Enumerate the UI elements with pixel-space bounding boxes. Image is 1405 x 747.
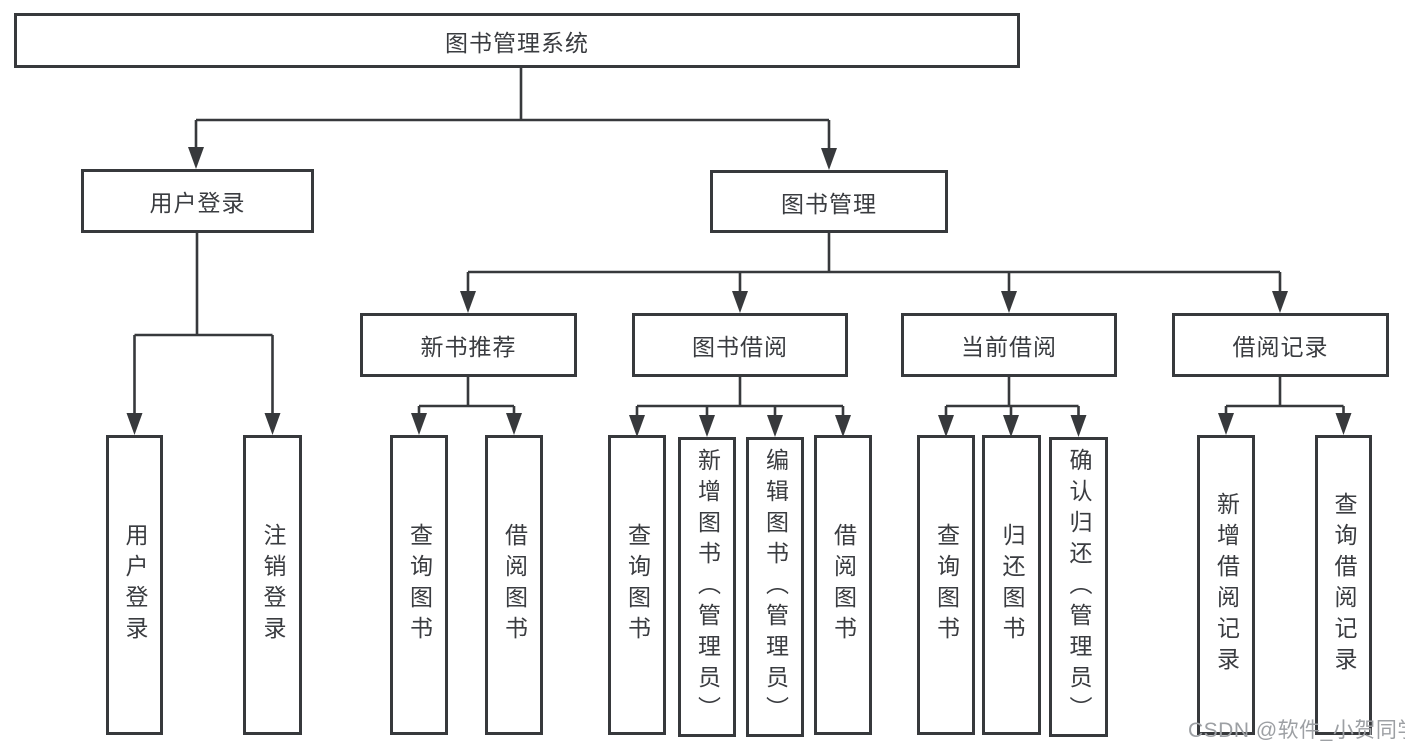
node-label: 借阅记录: [1232, 334, 1329, 360]
node-label: 新书推荐: [420, 334, 517, 360]
node-label: 查询图书: [933, 523, 960, 647]
node-label: 新增图书（管理员）: [694, 447, 721, 727]
leaf-user-login: 用户登录: [106, 435, 163, 735]
node-label: 借阅图书: [830, 523, 857, 647]
node-current-borrow: 当前借阅: [901, 313, 1117, 377]
node-label: 新增借阅记录: [1213, 492, 1240, 678]
leaf-edit-book-admin: 编辑图书（管理员）: [746, 437, 804, 737]
node-label: 借阅图书: [501, 523, 528, 647]
leaf-query-books-2: 查询图书: [608, 435, 666, 735]
node-label: 归还图书: [999, 523, 1025, 647]
leaf-return-book: 归还图书: [982, 435, 1041, 735]
leaf-query-books-3: 查询图书: [917, 435, 975, 735]
leaf-add-borrow-record: 新增借阅记录: [1197, 435, 1255, 735]
node-label: 用户登录: [122, 523, 148, 647]
node-label: 编辑图书（管理员）: [762, 447, 789, 727]
node-user-login: 用户登录: [81, 169, 314, 233]
leaf-add-book-admin: 新增图书（管理员）: [678, 437, 736, 737]
leaf-borrow-books-1: 借阅图书: [485, 435, 543, 735]
node-new-book-recommend: 新书推荐: [360, 313, 577, 377]
node-label: 图书管理系统: [445, 29, 589, 56]
leaf-query-books-1: 查询图书: [390, 435, 448, 735]
node-library-management-system: 图书管理系统: [14, 13, 1020, 68]
leaf-logout: 注销登录: [243, 435, 302, 735]
node-book-borrow: 图书借阅: [632, 313, 848, 377]
watermark-text: CSDN @软件_小贺同学: [1188, 719, 1405, 742]
leaf-query-borrow-record: 查询借阅记录: [1315, 435, 1372, 735]
node-label: 用户登录: [149, 190, 246, 216]
leaf-confirm-return-admin: 确认归还（管理员）: [1049, 437, 1108, 737]
node-label: 图书借阅: [692, 334, 788, 360]
node-label: 查询图书: [406, 523, 433, 647]
node-borrow-records: 借阅记录: [1172, 313, 1389, 377]
connector-lines: [133, 68, 1345, 419]
node-label: 查询借阅记录: [1331, 492, 1357, 678]
node-label: 注销登录: [260, 523, 286, 647]
node-label: 图书管理: [781, 190, 877, 217]
node-label: 确认归还（管理员）: [1066, 447, 1092, 727]
arrowheads: [126, 147, 1352, 437]
node-book-management: 图书管理: [710, 170, 948, 233]
leaf-borrow-books-2: 借阅图书: [814, 435, 872, 735]
node-label: 当前借阅: [961, 334, 1057, 360]
node-label: 查询图书: [624, 523, 651, 647]
